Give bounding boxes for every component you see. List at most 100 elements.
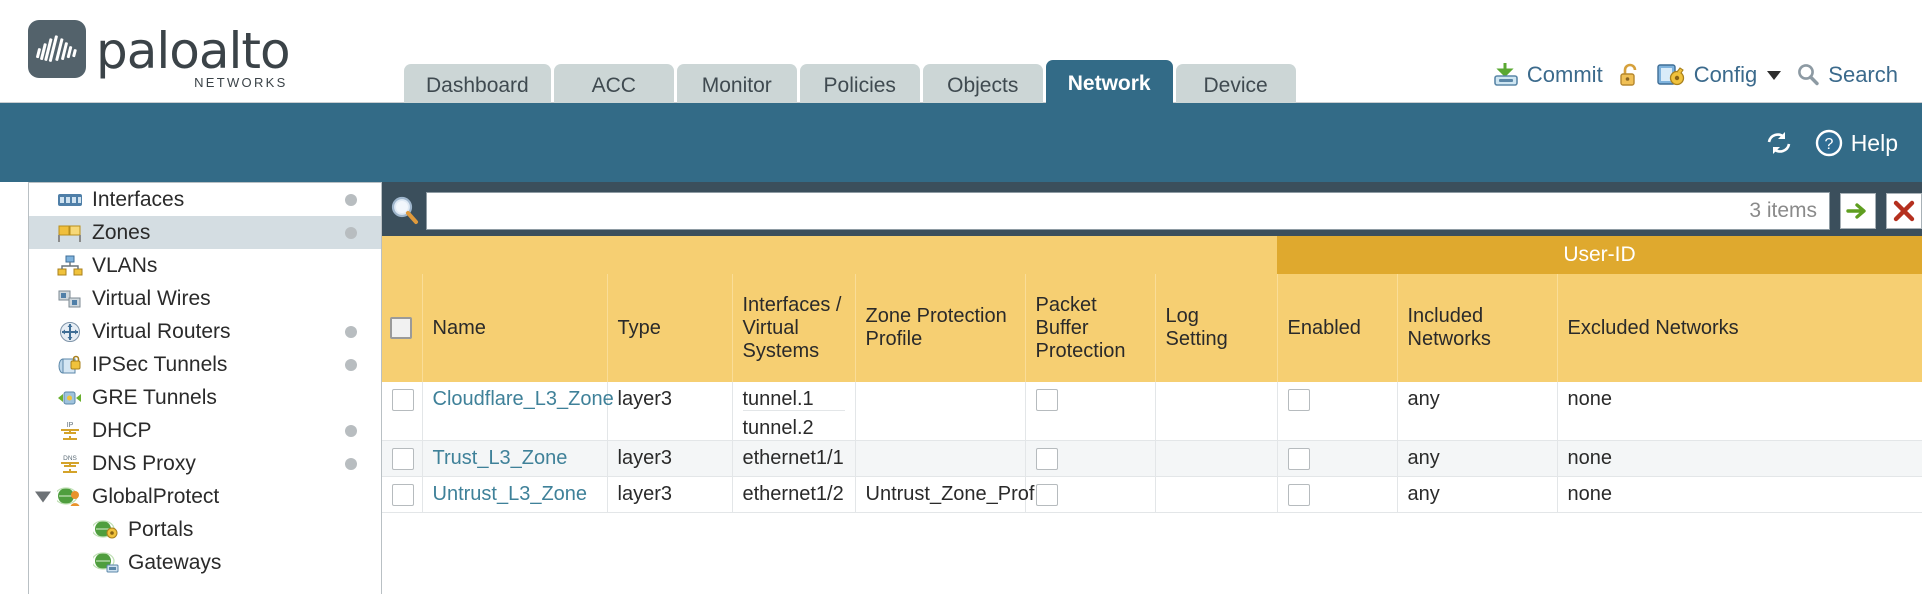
- band-actions: ? Help: [1764, 128, 1898, 158]
- apply-filter-button[interactable]: [1840, 193, 1876, 229]
- svg-text:?: ?: [1824, 136, 1833, 153]
- userid-enabled-checkbox[interactable]: [1287, 388, 1310, 411]
- lock-button[interactable]: [1617, 62, 1643, 88]
- row-checkbox[interactable]: [392, 447, 414, 470]
- col-header-included-networks[interactable]: Included Networks: [1397, 274, 1558, 382]
- brand-tagline: NETWORKS: [194, 75, 288, 90]
- sidebar-item-portals[interactable]: Portals: [29, 513, 381, 546]
- sidebar-item-interfaces[interactable]: Interfaces: [29, 183, 381, 216]
- search-field-wrap: 3 items: [426, 192, 1830, 230]
- interface-entry: ethernet1/1: [742, 447, 844, 469]
- tab-device[interactable]: Device: [1175, 64, 1296, 108]
- cell-zone-protection-profile: Untrust_Zone_Prof: [855, 476, 1034, 513]
- col-header-name[interactable]: Name: [422, 274, 608, 382]
- sidebar-item-gre-tunnels[interactable]: GRE Tunnels: [29, 381, 381, 414]
- row-checkbox[interactable]: [392, 483, 414, 506]
- interface-entry: tunnel.2: [742, 417, 814, 439]
- search-icon[interactable]: [388, 194, 422, 228]
- select-all-checkbox[interactable]: [390, 317, 412, 340]
- svg-text:DNS: DNS: [63, 455, 77, 462]
- items-count-label: 3 items: [1749, 199, 1817, 222]
- col-header-enabled[interactable]: Enabled: [1277, 274, 1398, 382]
- group-header-row: User-ID: [382, 236, 1922, 274]
- col-header-excluded-networks[interactable]: Excluded Networks: [1557, 274, 1922, 382]
- packet-buffer-protection-checkbox[interactable]: [1035, 388, 1058, 411]
- header-actions: Commit Config: [1492, 62, 1898, 88]
- search-input[interactable]: [427, 194, 1750, 228]
- tab-dashboard[interactable]: Dashboard: [404, 64, 551, 108]
- paloalto-logo: paloalto NETWORKS: [28, 20, 291, 90]
- search-button[interactable]: Search: [1795, 62, 1898, 88]
- portals-icon: [91, 519, 119, 541]
- packet-buffer-protection-checkbox[interactable]: [1035, 447, 1058, 470]
- tab-acc[interactable]: ACC: [553, 64, 674, 108]
- sidebar-item-gateways[interactable]: Gateways: [29, 546, 381, 579]
- expander-triangle-icon[interactable]: [35, 491, 51, 502]
- cell-included-networks: any: [1397, 382, 1558, 441]
- cell-excluded-networks: none: [1557, 440, 1922, 477]
- userid-enabled-checkbox[interactable]: [1287, 483, 1310, 506]
- sidebar-item-label: Zones: [92, 220, 151, 244]
- sidebar-status-dot[interactable]: [345, 226, 357, 239]
- sidebar-item-virtual-wires[interactable]: Virtual Wires: [29, 282, 381, 315]
- column-header-row: Name Type Interfaces / Virtual Systems Z…: [382, 274, 1922, 382]
- vlans-icon: [57, 255, 83, 277]
- sidebar-status-dot[interactable]: [345, 424, 357, 437]
- svg-text:IP: IP: [67, 422, 74, 429]
- tab-network[interactable]: Network: [1045, 60, 1173, 108]
- table-spacer-cell: [382, 512, 1922, 547]
- zone-name-link[interactable]: Trust_L3_Zone: [432, 447, 568, 469]
- tab-monitor[interactable]: Monitor: [676, 64, 797, 108]
- clear-filter-button[interactable]: [1886, 193, 1922, 229]
- sidebar-status-dot[interactable]: [345, 358, 357, 371]
- zone-name-link[interactable]: Cloudflare_L3_Zone: [432, 388, 614, 410]
- cell-log-setting: [1155, 476, 1278, 513]
- dns-proxy-icon: DNS: [57, 453, 83, 475]
- row-checkbox[interactable]: [392, 388, 414, 411]
- col-header-packet-buffer-protection[interactable]: Packet Buffer Protection: [1025, 274, 1156, 382]
- sidebar-item-label: Interfaces: [92, 187, 185, 211]
- cell-packet-buffer-protection: [1025, 440, 1156, 477]
- col-header-type[interactable]: Type: [607, 274, 733, 382]
- sidebar-item-virtual-routers[interactable]: Virtual Routers: [29, 315, 381, 348]
- refresh-button[interactable]: [1764, 130, 1794, 156]
- sidebar-item-zones[interactable]: Zones: [29, 216, 381, 249]
- tab-objects[interactable]: Objects: [922, 64, 1043, 108]
- gre-tunnels-icon: [57, 387, 83, 409]
- interfaces-icon: [57, 189, 83, 211]
- col-header-interfaces[interactable]: Interfaces / Virtual Systems: [732, 274, 856, 382]
- sidebar-status-dot[interactable]: [345, 457, 357, 470]
- cell-type: layer3: [607, 476, 733, 513]
- virtual-routers-icon: [57, 321, 83, 343]
- help-button[interactable]: ? Help: [1814, 128, 1898, 158]
- userid-enabled-checkbox[interactable]: [1287, 447, 1310, 470]
- sidebar-item-label: GlobalProtect: [92, 484, 220, 508]
- config-dropdown[interactable]: Config: [1656, 62, 1782, 88]
- refresh-icon: [1767, 132, 1790, 154]
- sidebar-status-dot[interactable]: [345, 325, 357, 338]
- zone-name-link[interactable]: Untrust_L3_Zone: [432, 483, 588, 505]
- commit-button[interactable]: Commit: [1492, 62, 1603, 88]
- sidebar-item-vlans[interactable]: VLANs: [29, 249, 381, 282]
- gateways-icon: [91, 551, 119, 574]
- sidebar-item-ipsec-tunnels[interactable]: IPSec Tunnels: [29, 348, 381, 381]
- col-header-zone-protection-profile[interactable]: Zone Protection Profile: [855, 274, 1026, 382]
- packet-buffer-protection-checkbox[interactable]: [1035, 483, 1058, 506]
- tab-policies[interactable]: Policies: [799, 64, 920, 108]
- sidebar-item-globalprotect[interactable]: GlobalProtect: [29, 480, 381, 513]
- config-label: Config: [1693, 62, 1758, 87]
- content-panel: 3 items: [382, 182, 1922, 594]
- cell-userid-enabled: [1277, 382, 1398, 441]
- col-header-log-setting[interactable]: Log Setting: [1155, 274, 1278, 382]
- sidebar-status-dot[interactable]: [345, 193, 357, 206]
- row-select-cell: [382, 476, 423, 513]
